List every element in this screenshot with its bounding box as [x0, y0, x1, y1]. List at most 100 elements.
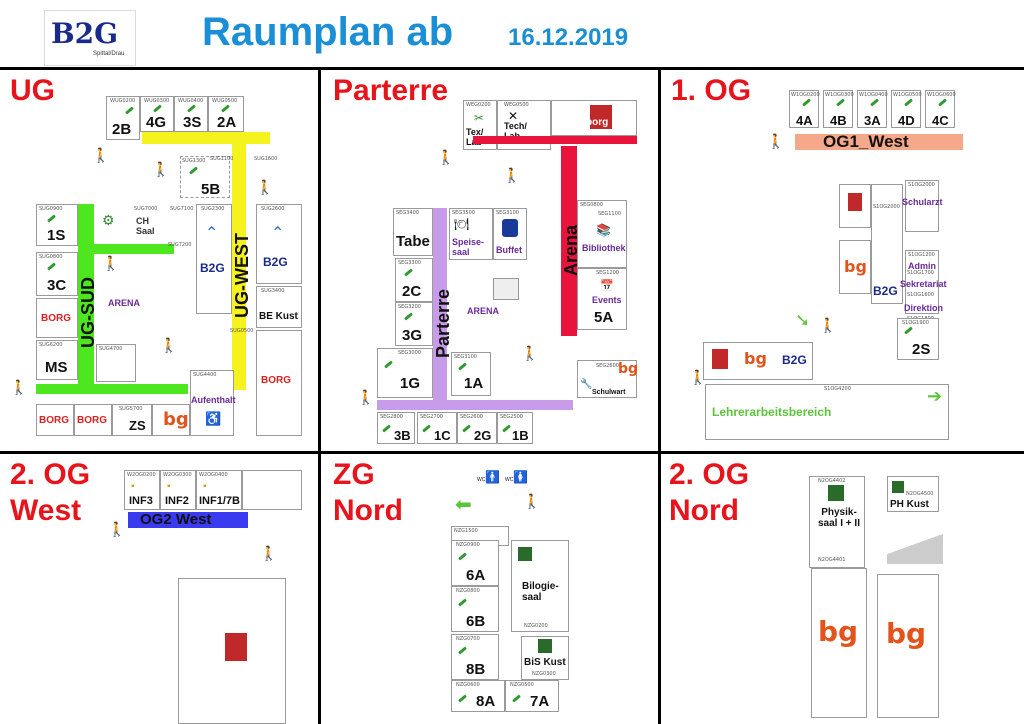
room-bibliothek[interactable]: SEG0800 SEG1100 📚 Bibliothek: [577, 200, 627, 268]
room-5a[interactable]: SEG1200 📅 Events 5A: [577, 268, 627, 330]
books-icon: 📚: [596, 223, 611, 237]
room-8a[interactable]: NZG0600 8A: [451, 680, 505, 712]
panel-parterre: Parterre WEG0200 ✂ Tex/ Lab WEG0500 ✕ Te…: [321, 70, 658, 451]
ug-title: UG: [10, 74, 55, 107]
logo-text: B2G: [51, 17, 119, 50]
room-8b[interactable]: NZG0700 8B: [451, 634, 499, 680]
room-2b[interactable]: WUG0200 2B: [106, 96, 140, 140]
room-6b[interactable]: NZG0800 6B: [451, 586, 499, 632]
room-biologiesaal[interactable]: Bilogie-saal NZG0200: [511, 540, 569, 632]
room-3c[interactable]: SUG0800 3C: [36, 252, 78, 296]
room-bis-kust[interactable]: BiS Kust NZG0300: [521, 636, 569, 680]
bg-logo: bg: [163, 409, 189, 430]
stairs-icon: 🚶: [108, 521, 126, 537]
room-bg-og2-left[interactable]: bg: [811, 568, 867, 718]
panel-og2nord: 2. OG Nord N2OG4402 Physik-saal I + II N…: [661, 454, 1024, 724]
room-be-kust[interactable]: SUG3400 BE Kust: [256, 286, 302, 328]
room-bg-og1[interactable]: bg: [839, 240, 871, 294]
pencil-icon: [404, 268, 413, 277]
room-2c[interactable]: SEG3300 2C: [395, 258, 433, 302]
room-ms[interactable]: SUG6200 MS: [36, 340, 78, 380]
ug-sud-corridor-top: [78, 244, 174, 254]
room-inf1-7b[interactable]: W2OG0400 ▪ INF1/7B: [196, 470, 242, 510]
panel-og1: 1. OG W1OG0200 4A W1OG0300 4B W1OG0400 3…: [661, 70, 1024, 451]
room-inf3[interactable]: W2OG0200 ▪ INF3: [124, 470, 160, 510]
plant-icon: [518, 547, 532, 561]
gears-icon: ⚙: [102, 212, 115, 228]
room-borg-ug-left[interactable]: BORG: [36, 298, 78, 338]
room-4b[interactable]: W1OG0300 4B: [823, 90, 854, 128]
room-zs[interactable]: SUG5700 ZS: [112, 404, 152, 436]
room-1b[interactable]: SEG2500 1B: [497, 412, 533, 444]
room-borg-parterre[interactable]: borg: [551, 100, 637, 136]
ug-arena-label: ARENA: [108, 298, 141, 308]
room-4g[interactable]: WUG0300 4G: [140, 96, 174, 132]
grid-top-line: [0, 67, 1024, 70]
room-lehrerarbeitsbereich[interactable]: S1OG4200 Lehrerarbeitsbereich: [705, 384, 949, 440]
pencil-icon: [458, 694, 467, 703]
pencil-icon: [125, 106, 134, 115]
room-buffet[interactable]: SEG3100 Buffet: [493, 208, 527, 260]
room-3s[interactable]: WUG0400 3S: [174, 96, 208, 132]
room-5b[interactable]: SUG1300 5B: [180, 156, 230, 198]
room-bg-og2-right[interactable]: bg: [877, 574, 939, 718]
room-4c[interactable]: W1OG0600 4C: [925, 90, 956, 128]
room-physiksaal[interactable]: N2OG4402 Physik-saal I + II N2OG4401: [809, 476, 865, 568]
stairs-icon: 🚶: [256, 179, 274, 195]
room-3a[interactable]: W1OG0400 3A: [857, 90, 888, 128]
grid-v2: [658, 67, 661, 724]
zgnord-title-1: ZG: [333, 458, 375, 491]
room-tabe[interactable]: SEG3400 Tabe: [393, 208, 433, 256]
room-og2-empty: [242, 470, 302, 510]
room-1c[interactable]: SEG2700 1C: [417, 412, 457, 444]
borg-logo: borg: [586, 105, 612, 129]
arena-corridor-h: [473, 136, 637, 144]
room-borg-og1-a[interactable]: [839, 184, 871, 228]
room-1a[interactable]: SEG3100 1A: [451, 352, 491, 396]
panel-ug: UG WUG0200 2B WUG0300 4G WUG0400 3S WUG0…: [0, 70, 318, 451]
pencil-icon: [47, 262, 56, 271]
computer-icon: ▪: [167, 481, 171, 492]
room-borg-ug-right[interactable]: BORG: [256, 330, 302, 436]
pencil-icon: [938, 98, 947, 107]
grid-v1: [318, 67, 321, 724]
room-borg-ug-b2[interactable]: BORG: [74, 404, 112, 436]
pencil-icon: [221, 104, 230, 113]
pencil-icon: [904, 326, 913, 335]
room-4a[interactable]: W1OG0200 4A: [789, 90, 820, 128]
room-schularzt[interactable]: S1OG2000 Schularzt: [902, 180, 943, 232]
room-7a[interactable]: NZG0500 7A: [505, 680, 559, 712]
page-date: 16.12.2019: [508, 24, 629, 51]
pencil-icon: [153, 104, 162, 113]
room-1s[interactable]: SUG0900 1S: [36, 204, 78, 246]
room-bg-ug[interactable]: bg: [152, 404, 190, 436]
tools-icon: ✕: [508, 109, 519, 123]
stairs-icon: 🚶: [767, 133, 785, 149]
green-arrow-icon: ➘: [795, 310, 811, 330]
room-2a[interactable]: WUG0500 2A: [208, 96, 244, 132]
borg-logo: [848, 193, 862, 211]
room-ph-kust[interactable]: N2OG4500 PH Kust: [887, 476, 939, 512]
pencil-icon: [404, 312, 413, 321]
ug-west-corridor-v: [232, 132, 246, 390]
room-2s[interactable]: S1OG1900 2S: [897, 318, 939, 360]
room-1g[interactable]: SEG3000 1G: [377, 348, 433, 398]
room-6a[interactable]: NZG0900 6A: [451, 540, 499, 586]
room-3b[interactable]: SEG2800 3B: [377, 412, 415, 444]
room-3g[interactable]: SEG3200 3G: [395, 302, 433, 346]
stairs-icon: 🚶: [357, 389, 375, 405]
room-inf2[interactable]: W2OG0300 ▪ INF2: [160, 470, 196, 510]
b2g-logo: B2G: [782, 353, 807, 367]
room-schulwart[interactable]: SEG2600 bg 🔧 Schulwart: [577, 360, 638, 398]
room-admin[interactable]: S1OG1200 Admin Sekretariat Direktion: [900, 250, 947, 314]
calendar-icon: 📅: [600, 280, 614, 292]
room-aufenthalt[interactable]: SUG4400 Aufenthalt ♿: [190, 370, 236, 436]
room-speisesaal[interactable]: SEG3500 🍽 Speise-saal: [449, 208, 493, 260]
room-2g[interactable]: SEG2600 2G: [457, 412, 497, 444]
room-ch-saal[interactable]: CH Saal: [136, 216, 155, 236]
room-borg-ug-b1[interactable]: BORG: [36, 404, 74, 436]
pencil-icon: [382, 424, 391, 433]
room-4d[interactable]: W1OG0500 4D: [891, 90, 922, 128]
stairs-icon: 🚶: [102, 255, 120, 271]
parterre-arena-label: ARENA: [467, 306, 500, 316]
